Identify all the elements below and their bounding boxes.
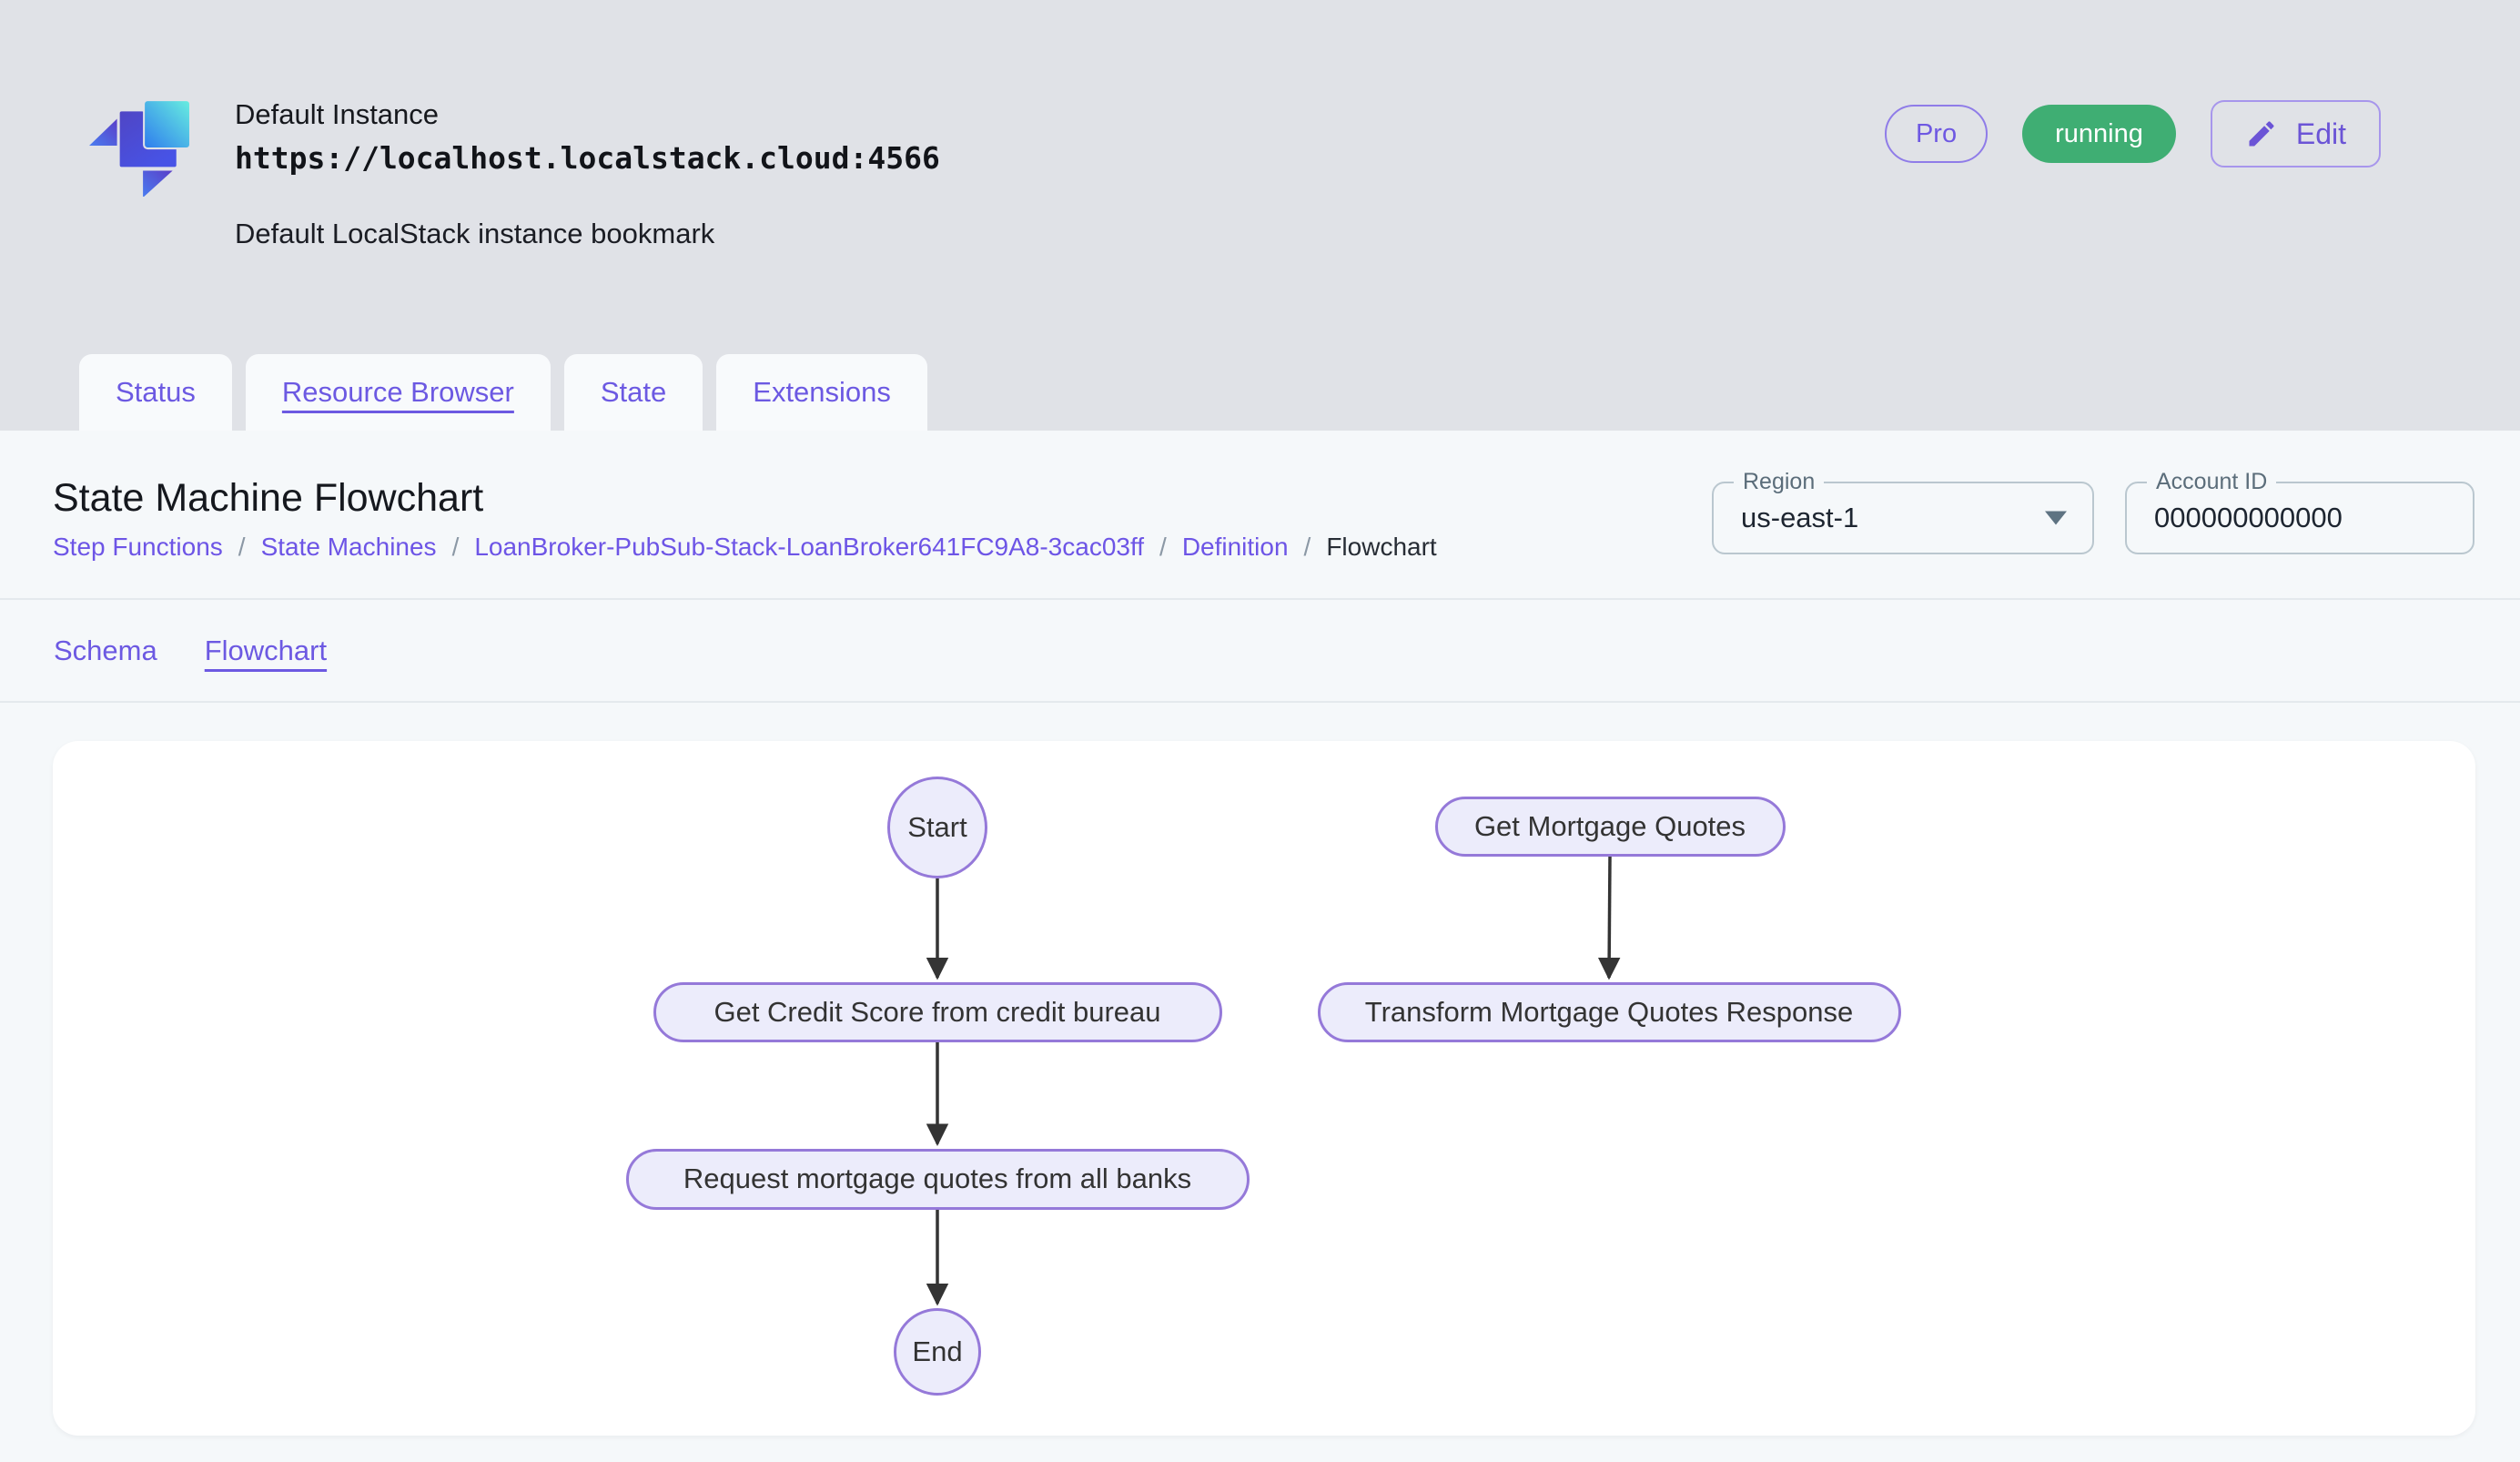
pencil-icon: [2249, 121, 2274, 147]
divider: [0, 598, 2520, 600]
edit-button-label: Edit: [2295, 117, 2346, 150]
main-panel: State Machine Flowchart Step Functions /…: [0, 431, 2520, 1462]
chevron-down-icon: [2045, 511, 2067, 525]
breadcrumb-separator: /: [451, 533, 460, 561]
logo-bottom-triangle: [143, 170, 173, 197]
tab-extensions[interactable]: Extensions: [716, 354, 927, 431]
flowchart-edge: [1597, 856, 1621, 980]
instance-header: Default Instance https://localhost.local…: [235, 98, 940, 250]
flowchart-node-start: Start: [887, 777, 987, 878]
breadcrumb-separator: /: [1303, 533, 1311, 561]
breadcrumb-definition[interactable]: Definition: [1181, 533, 1289, 561]
logo-left-triangle: [89, 118, 117, 147]
flowchart-node-end: End: [894, 1308, 981, 1396]
flowchart-node-request-quotes: Request mortgage quotes from all banks: [625, 1148, 1250, 1210]
breadcrumb-current: Flowchart: [1326, 533, 1437, 561]
instance-name: Default Instance: [235, 98, 440, 130]
tab-bar: Status Resource Browser State Extensions: [79, 354, 927, 431]
edit-button[interactable]: Edit: [2210, 100, 2381, 168]
localstack-logo: [89, 99, 190, 197]
account-id-input[interactable]: [2154, 483, 2445, 553]
account-id-field: Account ID: [2125, 468, 2474, 554]
instance-subtitle: Default LocalStack instance bookmark: [235, 218, 715, 249]
logo-square: [143, 99, 190, 150]
page-title: State Machine Flowchart: [53, 476, 484, 520]
account-id-label: Account ID: [2147, 468, 2277, 495]
tab-state[interactable]: State: [563, 354, 703, 431]
tab-status[interactable]: Status: [79, 354, 232, 431]
breadcrumb: Step Functions / State Machines / LoanBr…: [53, 533, 1437, 562]
flowchart-node-get-mortgage-quotes: Get Mortgage Quotes: [1434, 797, 1786, 857]
breadcrumb-step-functions[interactable]: Step Functions: [53, 533, 223, 561]
flowchart-node-get-credit-score: Get Credit Score from credit bureau: [653, 982, 1222, 1042]
flowchart-node-transform-response: Transform Mortgage Quotes Response: [1317, 982, 1901, 1042]
region-select[interactable]: Region us-east-1: [1712, 468, 2094, 554]
subtab-schema[interactable]: Schema: [54, 634, 157, 666]
region-value: us-east-1: [1741, 502, 1859, 533]
tab-resource-browser[interactable]: Resource Browser: [245, 354, 551, 431]
breadcrumb-separator: /: [1159, 533, 1167, 561]
divider: [0, 701, 2520, 703]
subtab-flowchart[interactable]: Flowchart: [204, 634, 328, 666]
status-badge: running: [2022, 105, 2176, 163]
breadcrumb-state-machine-id[interactable]: LoanBroker-PubSub-Stack-LoanBroker641FC9…: [474, 533, 1145, 561]
pro-badge: Pro: [1884, 105, 1989, 163]
instance-url: https://localhost.localstack.cloud:4566: [235, 140, 940, 176]
header-actions: Pro running Edit: [1884, 100, 2381, 168]
subtab-bar: Schema Flowchart: [54, 600, 327, 701]
region-label: Region: [1734, 468, 1825, 495]
breadcrumb-state-machines[interactable]: State Machines: [260, 533, 437, 561]
breadcrumb-separator: /: [238, 533, 246, 561]
flowchart-edges: [926, 856, 1621, 1306]
